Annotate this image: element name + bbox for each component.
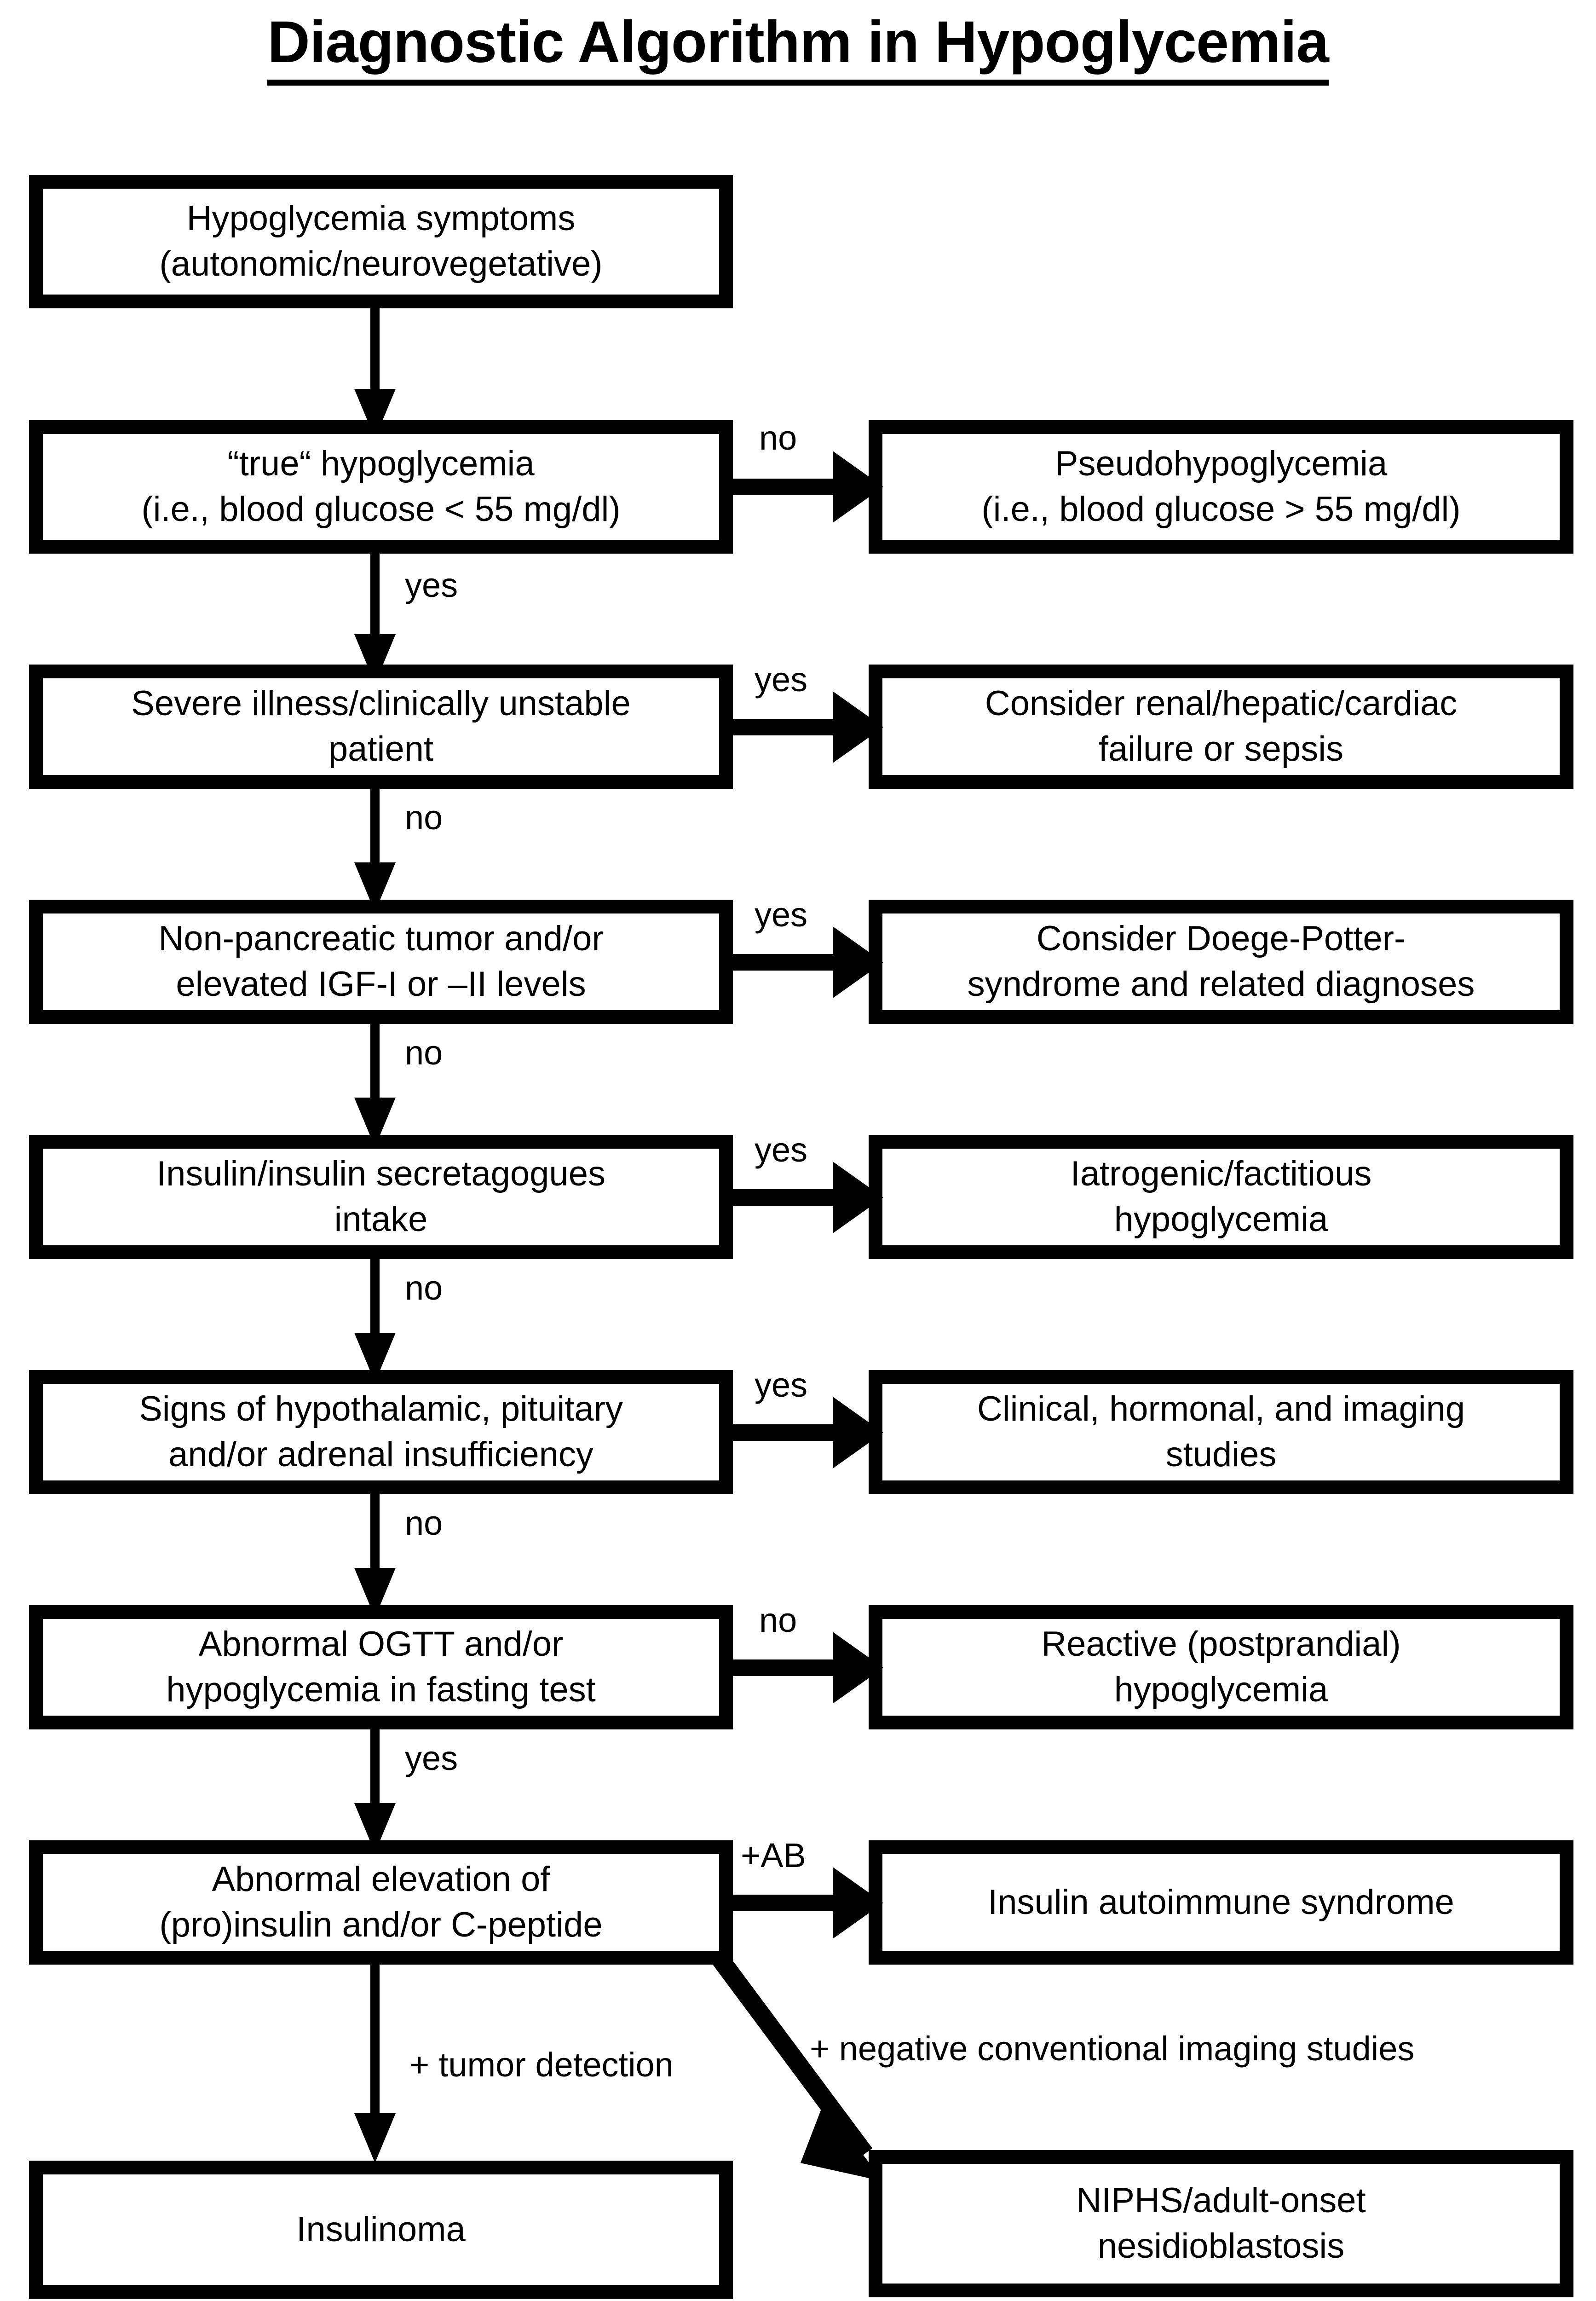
node-label: NIPHS/adult-onset nesidioblastosis	[1076, 2181, 1366, 2266]
node-reactive-postprandial[interactable]: Reactive (postprandial) hypoglycemia	[869, 1605, 1573, 1729]
node-label: Reactive (postprandial) hypoglycemia	[1041, 1625, 1401, 1709]
node-label: Hypoglycemia symptoms (autonomic/neurove…	[159, 199, 603, 283]
connector-arrow-2-right	[833, 451, 883, 523]
node-label: Non-pancreatic tumor and/or elevated IGF…	[158, 919, 604, 1004]
node-clinical-hormonal-imaging[interactable]: Clinical, hormonal, and imaging studies	[869, 1370, 1573, 1494]
connector-arrow-4-right	[833, 926, 883, 998]
node-iatrogenic-factitious[interactable]: Iatrogenic/factitious hypoglycemia	[869, 1135, 1573, 1259]
edge-label-8-down: + tumor detection	[409, 2046, 674, 2084]
edge-label-3-right: yes	[755, 660, 808, 699]
edge-label-5-right: yes	[755, 1131, 808, 1169]
node-label: Severe illness/clinically unstable patie…	[131, 684, 631, 769]
page-title-text: Diagnostic Algorithm in Hypoglycemia	[267, 9, 1329, 86]
edge-label-6-right: yes	[755, 1366, 808, 1404]
connector-line-3-down	[370, 789, 380, 869]
edge-label-5-down: no	[405, 1269, 443, 1307]
edge-label-7-right: no	[759, 1601, 797, 1639]
node-label: Iatrogenic/factitious hypoglycemia	[1070, 1154, 1372, 1239]
node-label: “true“ hypoglycemia (i.e., blood glucose…	[141, 444, 621, 529]
edge-label-2-right: no	[759, 419, 797, 457]
edge-label-8-right: +AB	[741, 1836, 806, 1874]
edge-label-6-down: no	[405, 1504, 443, 1542]
connector-line-2-down	[370, 554, 380, 641]
connector-arrow-5-right	[833, 1162, 883, 1233]
node-label: Insulin autoimmune syndrome	[988, 1882, 1454, 1922]
node-niphs-nesidioblastosis[interactable]: NIPHS/adult-onset nesidioblastosis	[869, 2150, 1573, 2297]
edge-label-8-diagonal: + negative conventional imaging studies	[810, 2029, 1415, 2068]
page-title: Diagnostic Algorithm in Hypoglycemia	[0, 9, 1596, 86]
node-severe-illness[interactable]: Severe illness/clinically unstable patie…	[29, 665, 733, 789]
connector-arrow-8-down	[354, 2113, 396, 2163]
node-true-hypoglycemia[interactable]: “true“ hypoglycemia (i.e., blood glucose…	[29, 420, 733, 554]
connector-arrow-7-right	[833, 1632, 883, 1704]
edge-label-2-down: yes	[405, 566, 458, 604]
connector-line-3-right	[733, 719, 836, 735]
connector-line-7-right	[733, 1659, 836, 1676]
connector-arrow-8-right	[833, 1867, 883, 1939]
node-hypoglycemia-symptoms[interactable]: Hypoglycemia symptoms (autonomic/neurove…	[29, 175, 733, 308]
connector-arrow-3-right	[833, 691, 883, 763]
node-doege-potter[interactable]: Consider Doege-Potter- syndrome and rela…	[869, 900, 1573, 1024]
node-abnormal-proinsulin-cpeptide[interactable]: Abnormal elevation of (pro)insulin and/o…	[29, 1840, 733, 1965]
node-consider-organ-failure[interactable]: Consider renal/hepatic/cardiac failure o…	[869, 665, 1573, 789]
connector-line-6-right	[733, 1424, 836, 1441]
connector-line-4-down	[370, 1024, 380, 1104]
connector-line-8-down	[370, 1965, 380, 2126]
node-label: Consider Doege-Potter- syndrome and rela…	[967, 919, 1475, 1004]
connector-line-2-right	[733, 479, 836, 495]
connector-line-7-down	[370, 1729, 380, 1810]
edge-label-4-right: yes	[755, 896, 808, 934]
node-label: Signs of hypothalamic, pituitary and/or …	[139, 1389, 623, 1474]
node-label: Consider renal/hepatic/cardiac failure o…	[985, 684, 1458, 769]
connector-line-5-right	[733, 1189, 836, 1206]
connector-line-5-down	[370, 1259, 380, 1340]
node-pseudohypoglycemia[interactable]: Pseudohypoglycemia (i.e., blood glucose …	[869, 420, 1573, 554]
node-abnormal-ogtt[interactable]: Abnormal OGTT and/or hypoglycemia in fas…	[29, 1605, 733, 1729]
node-label: Insulinoma	[296, 2209, 466, 2249]
connector-line-4-right	[733, 954, 836, 971]
node-insulin-secretagogues[interactable]: Insulin/insulin secretagogues intake	[29, 1135, 733, 1259]
edge-label-7-down: yes	[405, 1739, 458, 1777]
node-insulin-autoimmune-syndrome[interactable]: Insulin autoimmune syndrome	[869, 1840, 1573, 1965]
node-label: Abnormal elevation of (pro)insulin and/o…	[159, 1860, 603, 1944]
node-non-pancreatic-tumor[interactable]: Non-pancreatic tumor and/or elevated IGF…	[29, 900, 733, 1024]
edge-label-4-down: no	[405, 1034, 443, 1072]
node-label: Pseudohypoglycemia (i.e., blood glucose …	[981, 444, 1461, 529]
node-label: Insulin/insulin secretagogues intake	[156, 1154, 605, 1239]
node-label: Abnormal OGTT and/or hypoglycemia in fas…	[166, 1625, 596, 1709]
connector-arrow-6-right	[833, 1397, 883, 1468]
node-insulinoma[interactable]: Insulinoma	[29, 2161, 733, 2299]
edge-label-3-down: no	[405, 798, 443, 837]
connector-line-1	[370, 308, 380, 396]
node-label: Clinical, hormonal, and imaging studies	[977, 1389, 1465, 1474]
node-hypothalamic-pituitary-adrenal[interactable]: Signs of hypothalamic, pituitary and/or …	[29, 1370, 733, 1494]
connector-line-6-down	[370, 1494, 380, 1575]
connector-line-8-right	[733, 1895, 836, 1911]
